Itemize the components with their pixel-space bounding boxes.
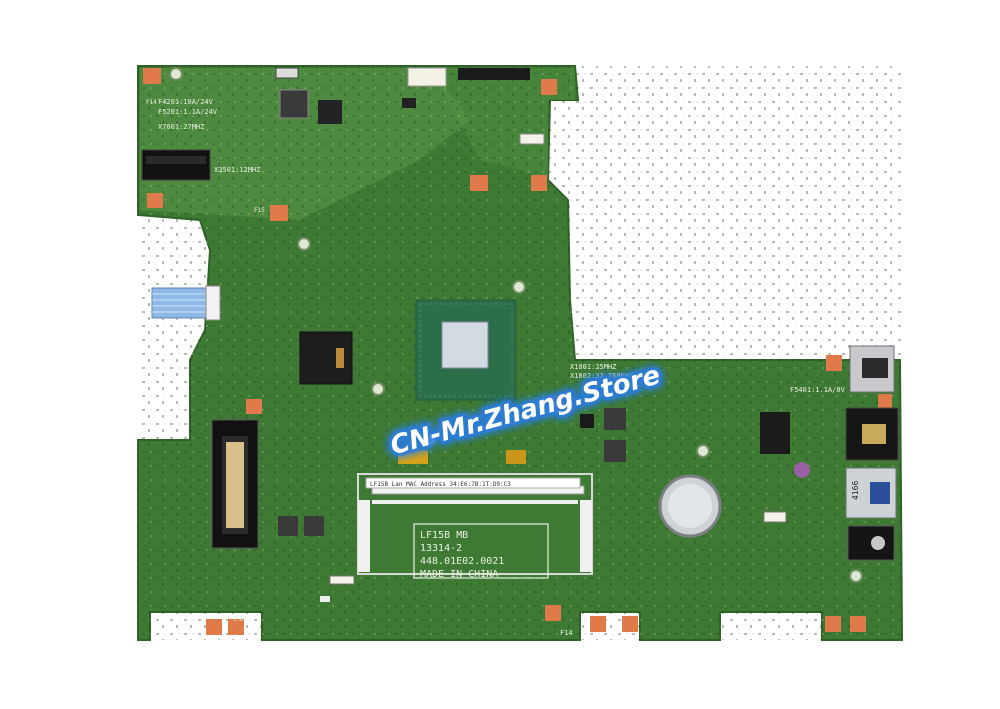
fuse-label-1: F4201:10A/24V xyxy=(158,98,214,106)
fuse-label-3: F5401:1.1A/8V xyxy=(790,386,846,394)
inductor xyxy=(279,89,309,119)
lan-chip xyxy=(760,412,790,454)
mounting-pads xyxy=(143,68,892,635)
corner-mark-4: F15 xyxy=(254,207,265,214)
corner-mark-2: F14 xyxy=(234,615,247,623)
silkscreen-box xyxy=(413,523,549,579)
board-part: 13314-2 xyxy=(420,543,462,554)
m2-slot xyxy=(141,149,211,181)
top-fpc-connector xyxy=(458,68,530,80)
mac-sticker xyxy=(365,477,581,489)
cpu-die xyxy=(441,321,489,369)
board-serial: 448.01E02.0021 xyxy=(420,556,504,567)
ec-chip xyxy=(299,331,353,385)
usb-label: 4166 xyxy=(851,481,860,500)
board-model: LF15B MB xyxy=(420,530,468,541)
audio-jack xyxy=(847,525,895,561)
corner-mark-1: F14 xyxy=(146,99,157,106)
crystal-label-3: X1801:25MHZ xyxy=(570,363,616,371)
top-connector-white xyxy=(407,67,447,87)
corner-mark-3: F14 xyxy=(560,629,573,637)
board-origin: MADE IN CHINA xyxy=(420,569,498,580)
crystal-label-1: X7601:27MHZ xyxy=(158,123,204,131)
crystal-label-2: X3501:12MHZ xyxy=(214,166,260,174)
small-connector xyxy=(275,67,299,79)
sata-connector xyxy=(211,419,259,549)
fuse-label-2: F5201:1.1A/24V xyxy=(158,108,218,116)
crystal-label-4: X1802:32.768KHZ xyxy=(570,372,633,380)
mac-sticker-text: LF15B Lan MAC Address 34:E6:7B:1T:D9:C3 xyxy=(370,481,511,488)
